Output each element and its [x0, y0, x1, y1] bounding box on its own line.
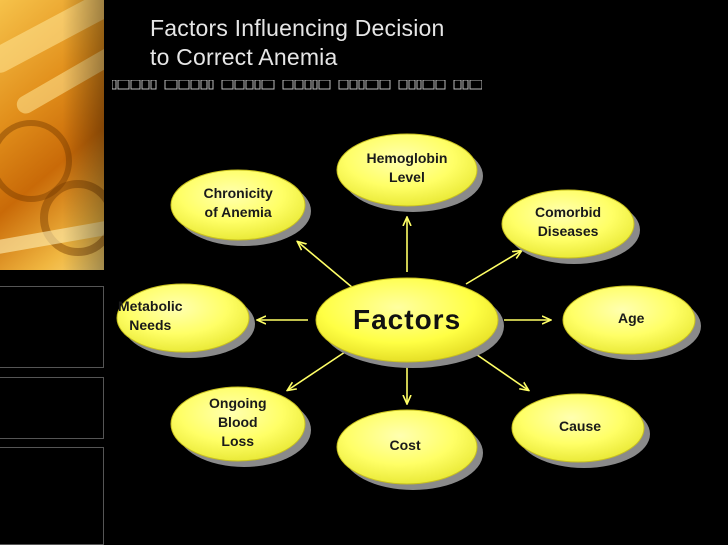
node-label-age: Age: [618, 309, 644, 328]
node-label-line: Diseases: [537, 223, 599, 239]
decoration-block: [208, 80, 214, 90]
node-label-line: Blood: [217, 413, 258, 430]
node-ongoing: [170, 386, 311, 467]
decoration-block: [130, 80, 141, 90]
arrow-to-cause: [469, 349, 528, 390]
node-label-line: Age: [618, 309, 645, 326]
node-label-line: Comorbid: [535, 204, 602, 220]
decoration-block: [358, 80, 365, 90]
decoration-block: [349, 80, 358, 90]
node-cause: [511, 393, 650, 468]
decoration-block: [365, 80, 379, 90]
decoration-block: [435, 80, 446, 90]
arrow-to-ongoing: [288, 351, 346, 390]
node-age: [562, 285, 701, 360]
node-label-line: Metabolic: [118, 298, 183, 314]
stethoscope-photo: [0, 0, 104, 270]
decoration-block: [318, 80, 331, 90]
decoration-block: [462, 80, 469, 90]
decoration-block: [190, 80, 200, 90]
node-metabolic: [116, 283, 255, 358]
decoration-block: [422, 80, 435, 90]
node-hemoglobin-ellipse: [336, 133, 478, 207]
decoration-block: [200, 80, 208, 90]
node-comorbid: [501, 189, 640, 264]
node-chronicity: [170, 169, 311, 246]
node-metabolic-ellipse: [116, 283, 250, 353]
decoration-block: [294, 80, 304, 90]
decoration-block: [282, 80, 294, 90]
decoration-block: [164, 80, 178, 90]
decoration-block: [304, 80, 312, 90]
decoration-block: [469, 80, 482, 90]
node-cause-ellipse: [511, 393, 645, 463]
node-ongoing-ellipse: [170, 386, 306, 462]
arrow-to-comorbid: [465, 251, 521, 285]
decoration-block: [312, 80, 318, 90]
node-chronicity-ellipse: [170, 169, 306, 241]
node-age-ellipse: [562, 285, 696, 355]
decoration-block: [141, 80, 150, 90]
decoration-block: [221, 80, 234, 90]
title-underline-decoration: [112, 80, 482, 90]
decoration-block: [379, 80, 391, 90]
decorative-panel: [0, 447, 104, 545]
title-line-2: to Correct Anemia: [150, 44, 338, 70]
decoration-block: [338, 80, 349, 90]
node-label-line: Cost: [389, 436, 421, 453]
node-label-line: Level: [389, 169, 425, 185]
decoration-block: [150, 80, 157, 90]
center-node-ellipse: [315, 277, 499, 363]
node-label-line: Ongoing: [209, 394, 267, 411]
decoration-block: [254, 80, 261, 90]
node-label-cause: Cause: [559, 417, 601, 436]
node-label-line: Hemoglobin: [366, 150, 448, 166]
decoration-block: [234, 80, 245, 90]
center-node: [315, 277, 504, 368]
decoration-block: [398, 80, 408, 90]
decorative-panel: [0, 286, 104, 368]
center-label: Factors: [353, 304, 462, 335]
node-label-line: Needs: [129, 317, 172, 333]
node-hemoglobin: [336, 133, 483, 212]
decorative-panel: [0, 377, 104, 439]
decoration-block: [112, 80, 117, 90]
node-label-line: Cause: [559, 417, 602, 434]
decoration-block: [408, 80, 416, 90]
decoration-block: [117, 80, 130, 90]
decoration-block: [416, 80, 422, 90]
node-cost-ellipse: [336, 409, 478, 485]
title-line-1: Factors Influencing Decision: [150, 15, 445, 41]
node-label-line: of Anemia: [204, 204, 272, 220]
node-label-line: Chronicity: [203, 185, 273, 201]
node-label-chronicity: Chronicity of Anemia: [204, 184, 273, 222]
arrow-to-chronicity: [298, 242, 354, 289]
decoration-block: [178, 80, 190, 90]
node-comorbid-ellipse: [501, 189, 635, 259]
slide-title: Factors Influencing Decision to Correct …: [150, 14, 570, 72]
decoration-block: [261, 80, 275, 90]
node-label-cost: Cost: [390, 436, 421, 455]
node-cost: [336, 409, 483, 490]
decoration-block: [453, 80, 462, 90]
decoration-block: [245, 80, 254, 90]
node-label-line: Loss: [221, 432, 255, 449]
